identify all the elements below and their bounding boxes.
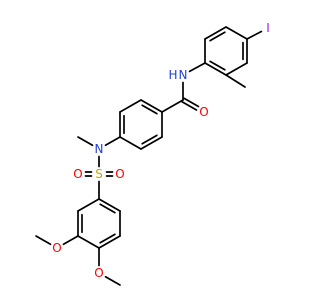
double-bond-inner	[99, 203, 116, 214]
double-bond-outer	[98, 198, 121, 212]
single-bond	[62, 235, 79, 246]
single-bond	[225, 74, 246, 88]
single-bond	[246, 30, 263, 40]
single-bond	[77, 198, 100, 212]
single-bond	[77, 235, 100, 249]
double-bond-inner	[141, 134, 158, 145]
double-bond-outer	[98, 235, 121, 249]
single-bond	[104, 275, 121, 286]
double-bond-inner	[99, 233, 116, 244]
single-bond	[225, 26, 248, 40]
double-bond-inner	[141, 104, 158, 115]
single-bond	[104, 136, 121, 147]
atom-label-o2: O	[73, 167, 82, 181]
atom-label-s1: S	[95, 167, 103, 181]
single-bond	[35, 235, 52, 246]
atom-label-n1: N	[179, 68, 188, 82]
double-bond-outer	[204, 62, 227, 76]
atom-label-o4: O	[52, 241, 61, 255]
atom-hydrogen-label: H	[168, 68, 177, 82]
single-bond	[161, 99, 184, 113]
single-bond	[119, 99, 142, 113]
atom-label-i1: I	[266, 21, 270, 35]
single-bond	[188, 62, 206, 73]
bond-layer	[35, 26, 263, 286]
double-bond-a	[181, 100, 198, 111]
atom-label-o1: O	[199, 105, 208, 119]
single-bond	[225, 62, 248, 76]
atom-label-n2: N	[95, 142, 104, 156]
atom-label-o3: O	[115, 167, 124, 181]
double-bond-inner	[209, 31, 226, 42]
double-bond-outer	[204, 26, 227, 40]
single-bond	[77, 136, 94, 147]
double-bond-outer	[140, 99, 163, 113]
double-bond-b	[183, 97, 200, 108]
double-bond-outer	[140, 136, 163, 150]
atom-label-o5: O	[94, 266, 103, 280]
single-bond	[119, 136, 142, 150]
double-bond-inner	[209, 60, 226, 71]
